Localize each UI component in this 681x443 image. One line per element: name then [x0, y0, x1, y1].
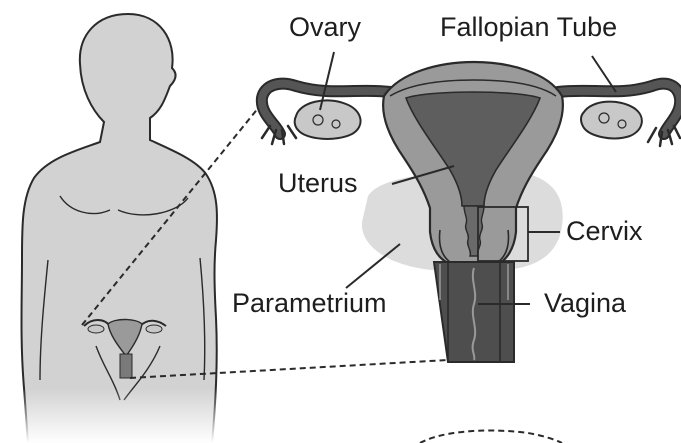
ovary-label: Ovary	[289, 14, 361, 41]
parametrium-label: Parametrium	[232, 290, 387, 317]
vagina-icon	[434, 262, 514, 362]
left-ovary-icon	[295, 100, 361, 139]
fallopian-tube-label: Fallopian Tube	[440, 14, 617, 41]
torso-silhouette-icon	[22, 14, 217, 443]
vagina-label: Vagina	[544, 290, 626, 317]
uterus-label: Uterus	[278, 170, 358, 197]
parametrium-leader-line	[346, 244, 400, 288]
torso-body	[22, 14, 217, 443]
cropped-dashed-arc	[420, 430, 562, 443]
cervix-label: Cervix	[566, 218, 643, 245]
right-ovary-icon	[581, 102, 642, 139]
